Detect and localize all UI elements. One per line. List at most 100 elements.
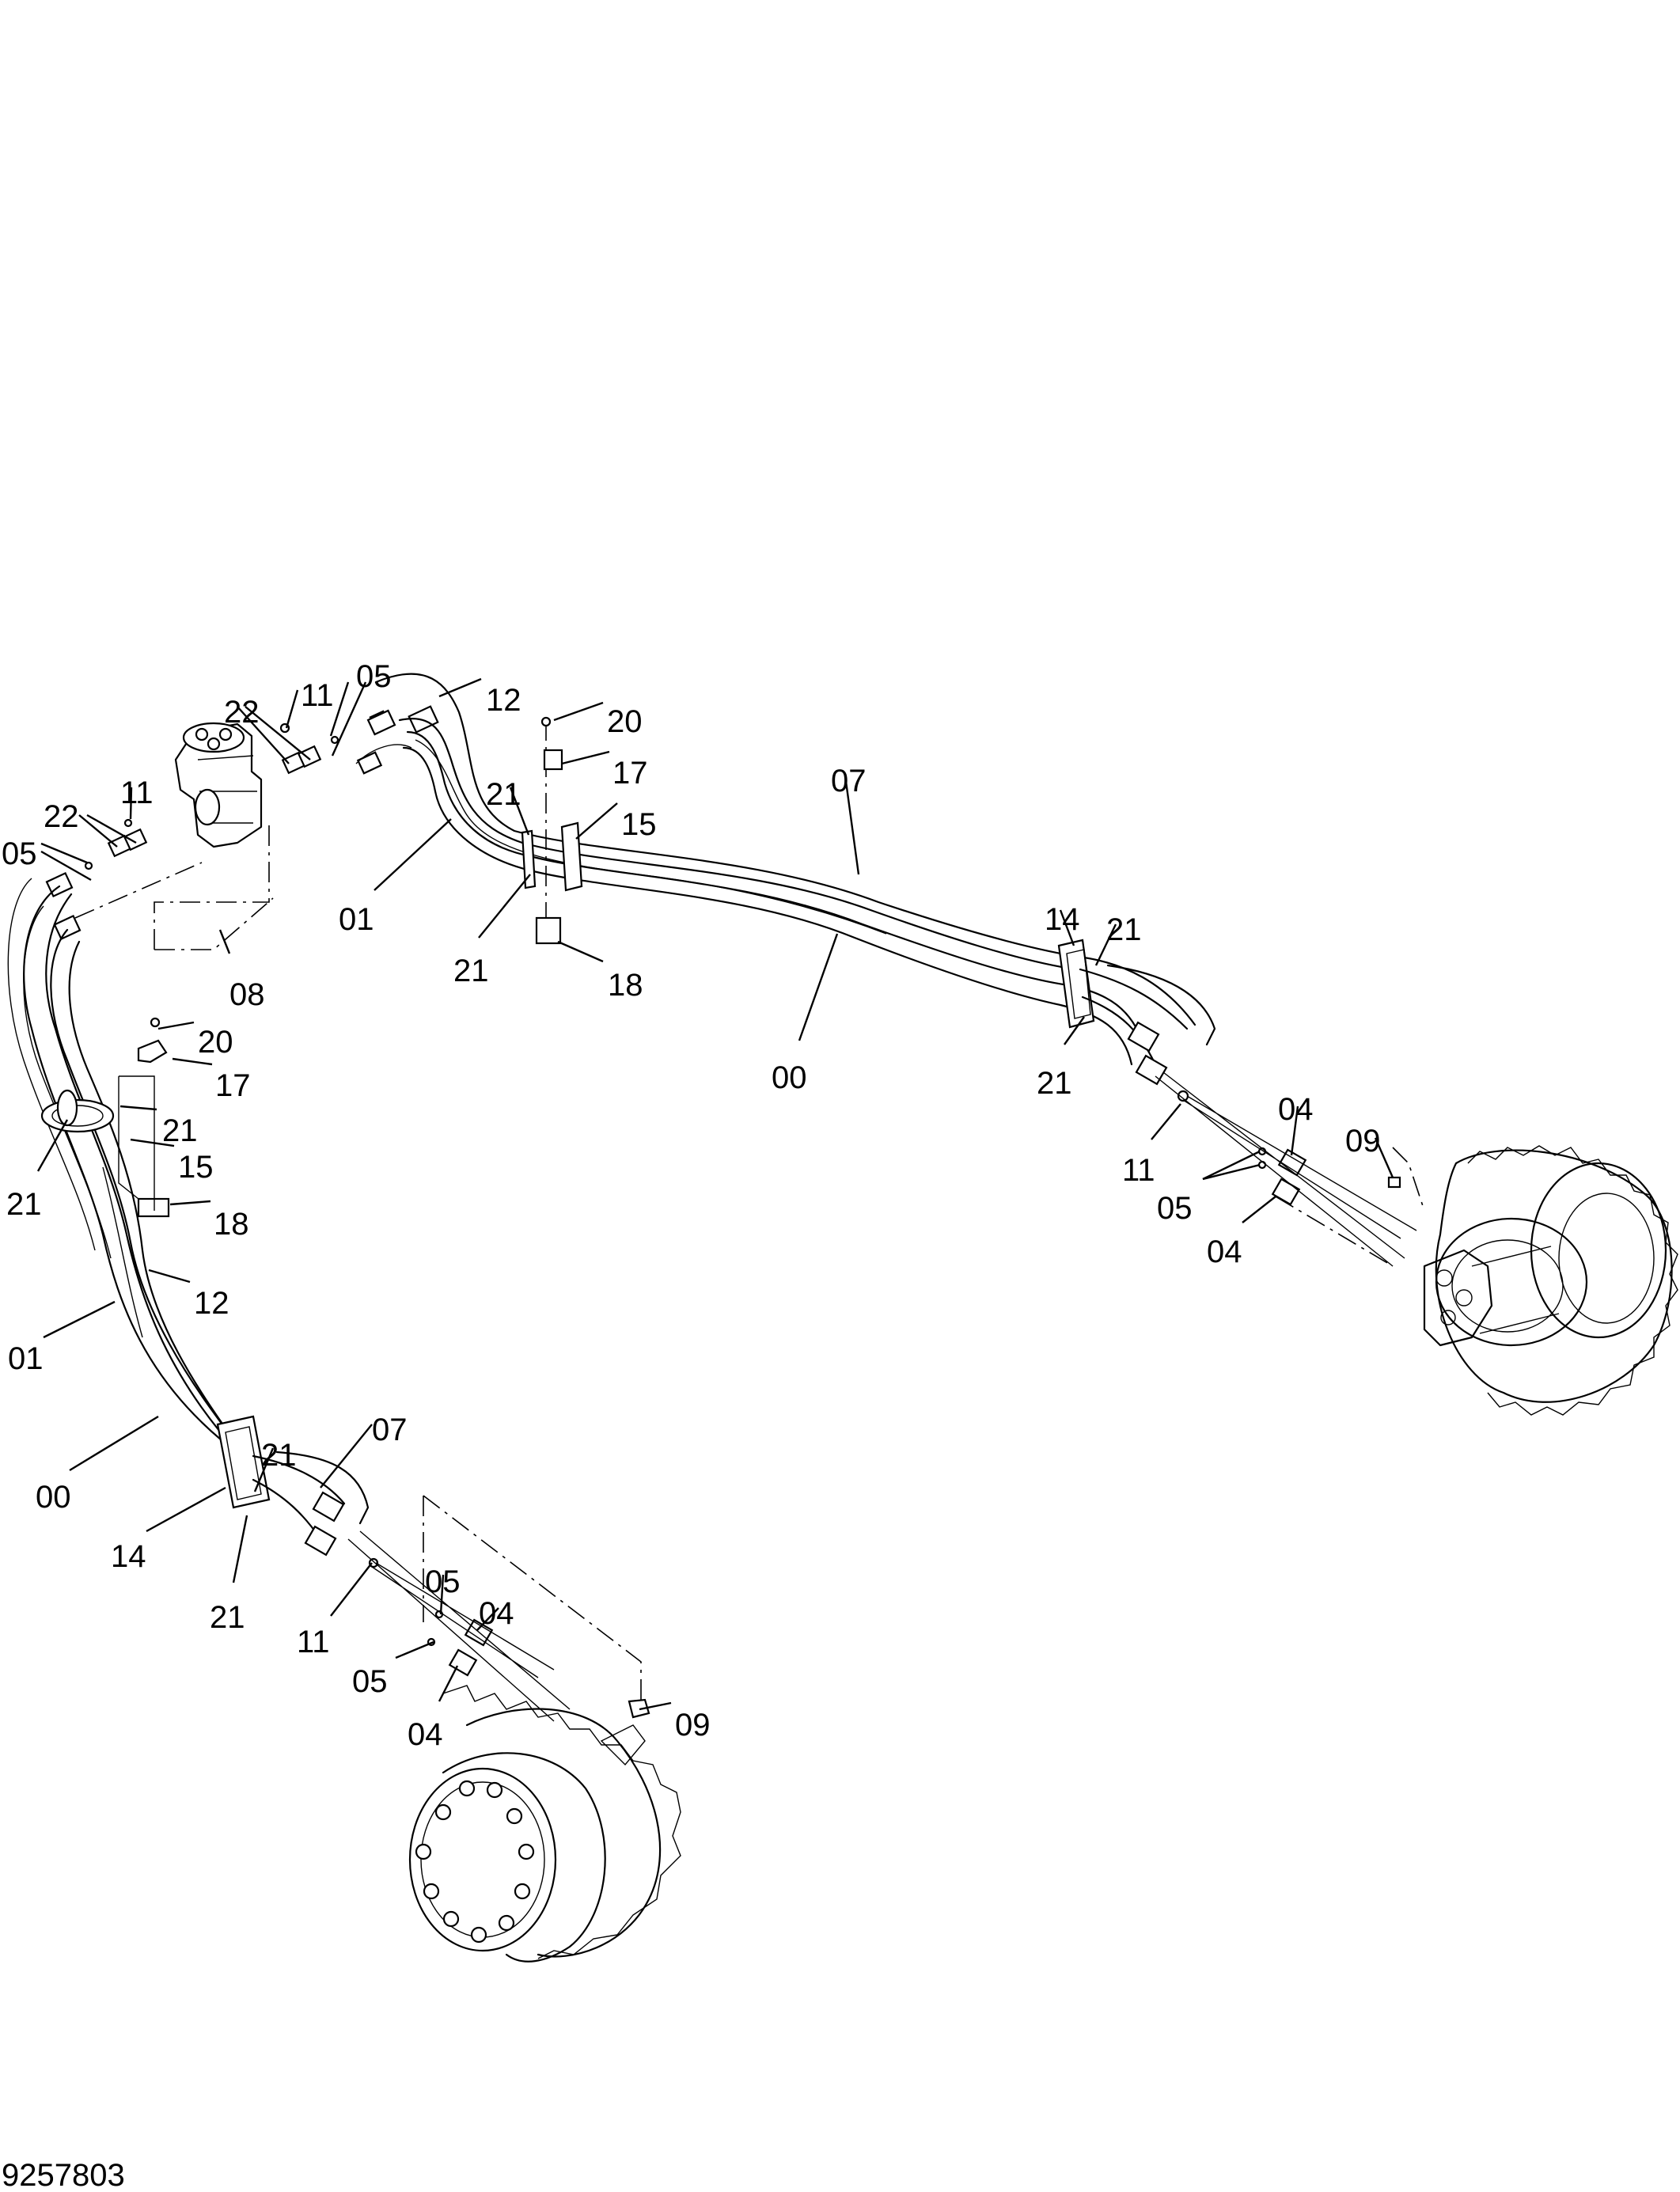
travel-motor-bottom [408, 1685, 681, 1963]
leader-line-c-bot-07-0 [320, 1424, 373, 1489]
callout-label-c-bot-21a: 21 [261, 1438, 297, 1473]
callout-label-c-left-22: 22 [44, 799, 79, 834]
leader-line-c-bot-09-0 [639, 1701, 672, 1711]
leader-line-c-right-05-0 [1202, 1150, 1261, 1181]
callout-label-c-top-18: 18 [608, 968, 643, 1003]
callout-label-c-bot-21b: 21 [210, 1600, 245, 1635]
clamp-bottom [216, 1415, 271, 1509]
leader-line-c-bot-05b-0 [395, 1640, 434, 1659]
clamp-upper [521, 716, 583, 945]
callout-label-c-bot-07: 07 [372, 1413, 408, 1447]
leader-line-c-bot-04a-0 [476, 1607, 499, 1631]
leader-line-c-top-21b-0 [478, 874, 531, 939]
leader-line-c-left-00-0 [69, 1415, 159, 1472]
leader-line-c-top-05-1 [331, 681, 367, 757]
callout-label-c-left-15: 15 [178, 1150, 214, 1185]
callout-label-c-right-00: 00 [772, 1060, 807, 1095]
callout-label-c-top-12: 12 [486, 683, 521, 718]
leader-line-c-left-12-0 [148, 1269, 191, 1284]
callout-label-c-right-21b: 21 [1037, 1066, 1072, 1101]
leader-line-c-top-22-0 [237, 706, 290, 764]
leader-line-c-left-15-0 [130, 1138, 175, 1147]
leader-line-c-left-05-0 [40, 842, 88, 864]
fittings-top [279, 705, 439, 775]
leader-line-c-left-01-0 [43, 1300, 116, 1339]
callout-leaders [36, 677, 1394, 1711]
callout-label-c-left-11: 11 [120, 776, 154, 810]
hose-ends-right [1079, 964, 1425, 1267]
leader-line-c-top-12-0 [438, 677, 482, 698]
callout-label-c-top-01: 01 [339, 902, 374, 937]
callout-label-c-left-20: 20 [198, 1025, 233, 1060]
callout-label-c-left-05: 05 [2, 836, 37, 871]
leader-line-c-right-04b-0 [1242, 1196, 1276, 1223]
leader-line-c-top-08-0 [218, 929, 231, 954]
leader-line-c-bot-21a-0 [253, 1447, 275, 1492]
leader-line-c-right-00-0 [798, 933, 839, 1041]
clamp-left [40, 1017, 170, 1218]
drawing-number: 9257803 [2, 2158, 125, 2192]
leader-line-c-right-07-0 [844, 775, 860, 875]
leader-line-c-bot-11-0 [330, 1562, 373, 1617]
callout-label-c-bot-04b: 04 [408, 1717, 443, 1752]
leader-line-c-top-22-1 [245, 706, 311, 760]
leader-line-c-left-17-0 [172, 1057, 213, 1066]
hose-bundle-left [7, 878, 263, 1477]
leader-line-c-right-04a-0 [1290, 1105, 1299, 1156]
leader-line-c-top-17-0 [561, 750, 610, 765]
callout-label-c-bot-11: 11 [297, 1625, 330, 1659]
callout-label-c-right-04a: 04 [1278, 1092, 1314, 1127]
callout-label-c-bot-05a: 05 [425, 1564, 461, 1599]
leader-line-c-bot-05a-0 [439, 1574, 445, 1615]
callout-label-c-left-21a: 21 [162, 1113, 198, 1148]
leader-line-c-top-21a-0 [509, 787, 530, 836]
callout-label-c-top-11: 11 [301, 678, 334, 713]
callout-label-c-left-21b: 21 [6, 1187, 42, 1222]
leader-line-c-right-11-0 [1151, 1103, 1181, 1140]
leader-line-c-bot-21b-0 [232, 1515, 248, 1583]
leader-line-c-top-20-0 [553, 701, 604, 722]
leader-line-c-right-14-0 [1059, 909, 1075, 946]
leader-line-c-top-15-0 [575, 802, 618, 840]
hub-bolts [415, 1780, 535, 1944]
callout-label-c-bot-14: 14 [111, 1539, 146, 1574]
callout-label-c-bot-05b: 05 [352, 1664, 388, 1699]
callout-label-c-left-17: 17 [215, 1068, 251, 1103]
leader-line-c-top-18-0 [557, 940, 604, 963]
callout-label-c-left-00: 00 [36, 1480, 71, 1515]
callout-label-c-top-08: 08 [229, 977, 265, 1012]
fittings-left [45, 818, 148, 941]
callout-label-c-top-15: 15 [621, 807, 657, 842]
callout-label-c-right-09: 09 [1345, 1124, 1381, 1159]
leader-line-c-left-21b-0 [36, 1119, 69, 1172]
leader-line-c-bot-14-0 [146, 1486, 226, 1533]
leader-line-c-left-20-0 [157, 1021, 195, 1030]
callout-label-c-right-11: 11 [1122, 1153, 1155, 1188]
callout-label-c-top-21a: 21 [486, 777, 521, 812]
leader-line-c-right-21a-0 [1094, 923, 1117, 966]
clamp-right [1057, 939, 1095, 1029]
callout-label-c-left-12: 12 [194, 1286, 229, 1321]
callout-label-c-right-21a: 21 [1106, 912, 1142, 947]
travel-motor-right [1423, 1145, 1678, 1416]
leader-line-c-top-05-0 [329, 681, 350, 737]
callout-label-c-right-14: 14 [1045, 902, 1080, 937]
callout-label-c-top-21b: 21 [453, 954, 489, 988]
leader-line-c-left-22-1 [86, 813, 137, 844]
leader-line-c-top-11-0 [285, 689, 299, 729]
callout-label-c-top-22: 22 [224, 695, 260, 730]
leader-line-c-left-21a-0 [119, 1105, 157, 1111]
callout-label-c-right-07: 07 [831, 764, 867, 798]
callout-label-c-left-18: 18 [214, 1207, 249, 1242]
callout-label-c-top-05: 05 [356, 659, 392, 694]
leader-line-c-right-09-0 [1374, 1137, 1394, 1178]
leader-line-c-right-21b-0 [1064, 1016, 1085, 1045]
leader-line-c-left-22-0 [78, 814, 118, 848]
callout-label-c-left-01: 01 [8, 1341, 44, 1376]
hose-ends-bottom [252, 1451, 650, 1722]
center-joint-valve [174, 722, 263, 848]
callout-label-c-top-17: 17 [612, 756, 648, 791]
callout-label-c-bot-04a: 04 [479, 1596, 514, 1631]
